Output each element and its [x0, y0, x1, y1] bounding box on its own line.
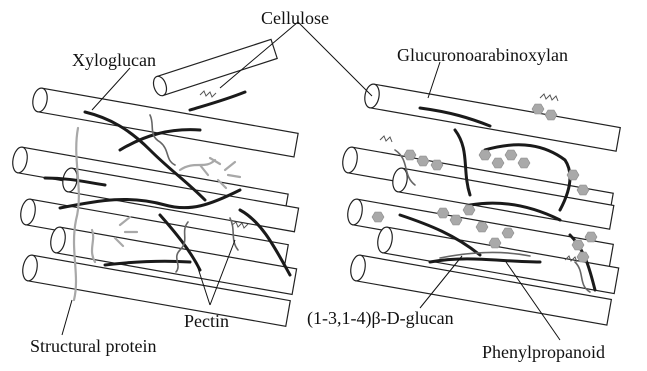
left-panel: [11, 39, 299, 326]
label-structural-protein: Structural protein: [30, 336, 156, 356]
label-phenylpropanoid: Phenylpropanoid: [482, 342, 605, 362]
label-xyloglucan: Xyloglucan: [72, 50, 156, 70]
label-glucuronoarabinoxylan: Glucuronoarabinoxylan: [397, 45, 568, 65]
label-cellulose: Cellulose: [261, 8, 329, 28]
right-panel: [341, 83, 620, 325]
label-pectin: Pectin: [184, 311, 229, 331]
label-glucan: (1-3,1-4)β-D-glucan: [307, 308, 454, 329]
left-microfibrils: [11, 39, 299, 326]
